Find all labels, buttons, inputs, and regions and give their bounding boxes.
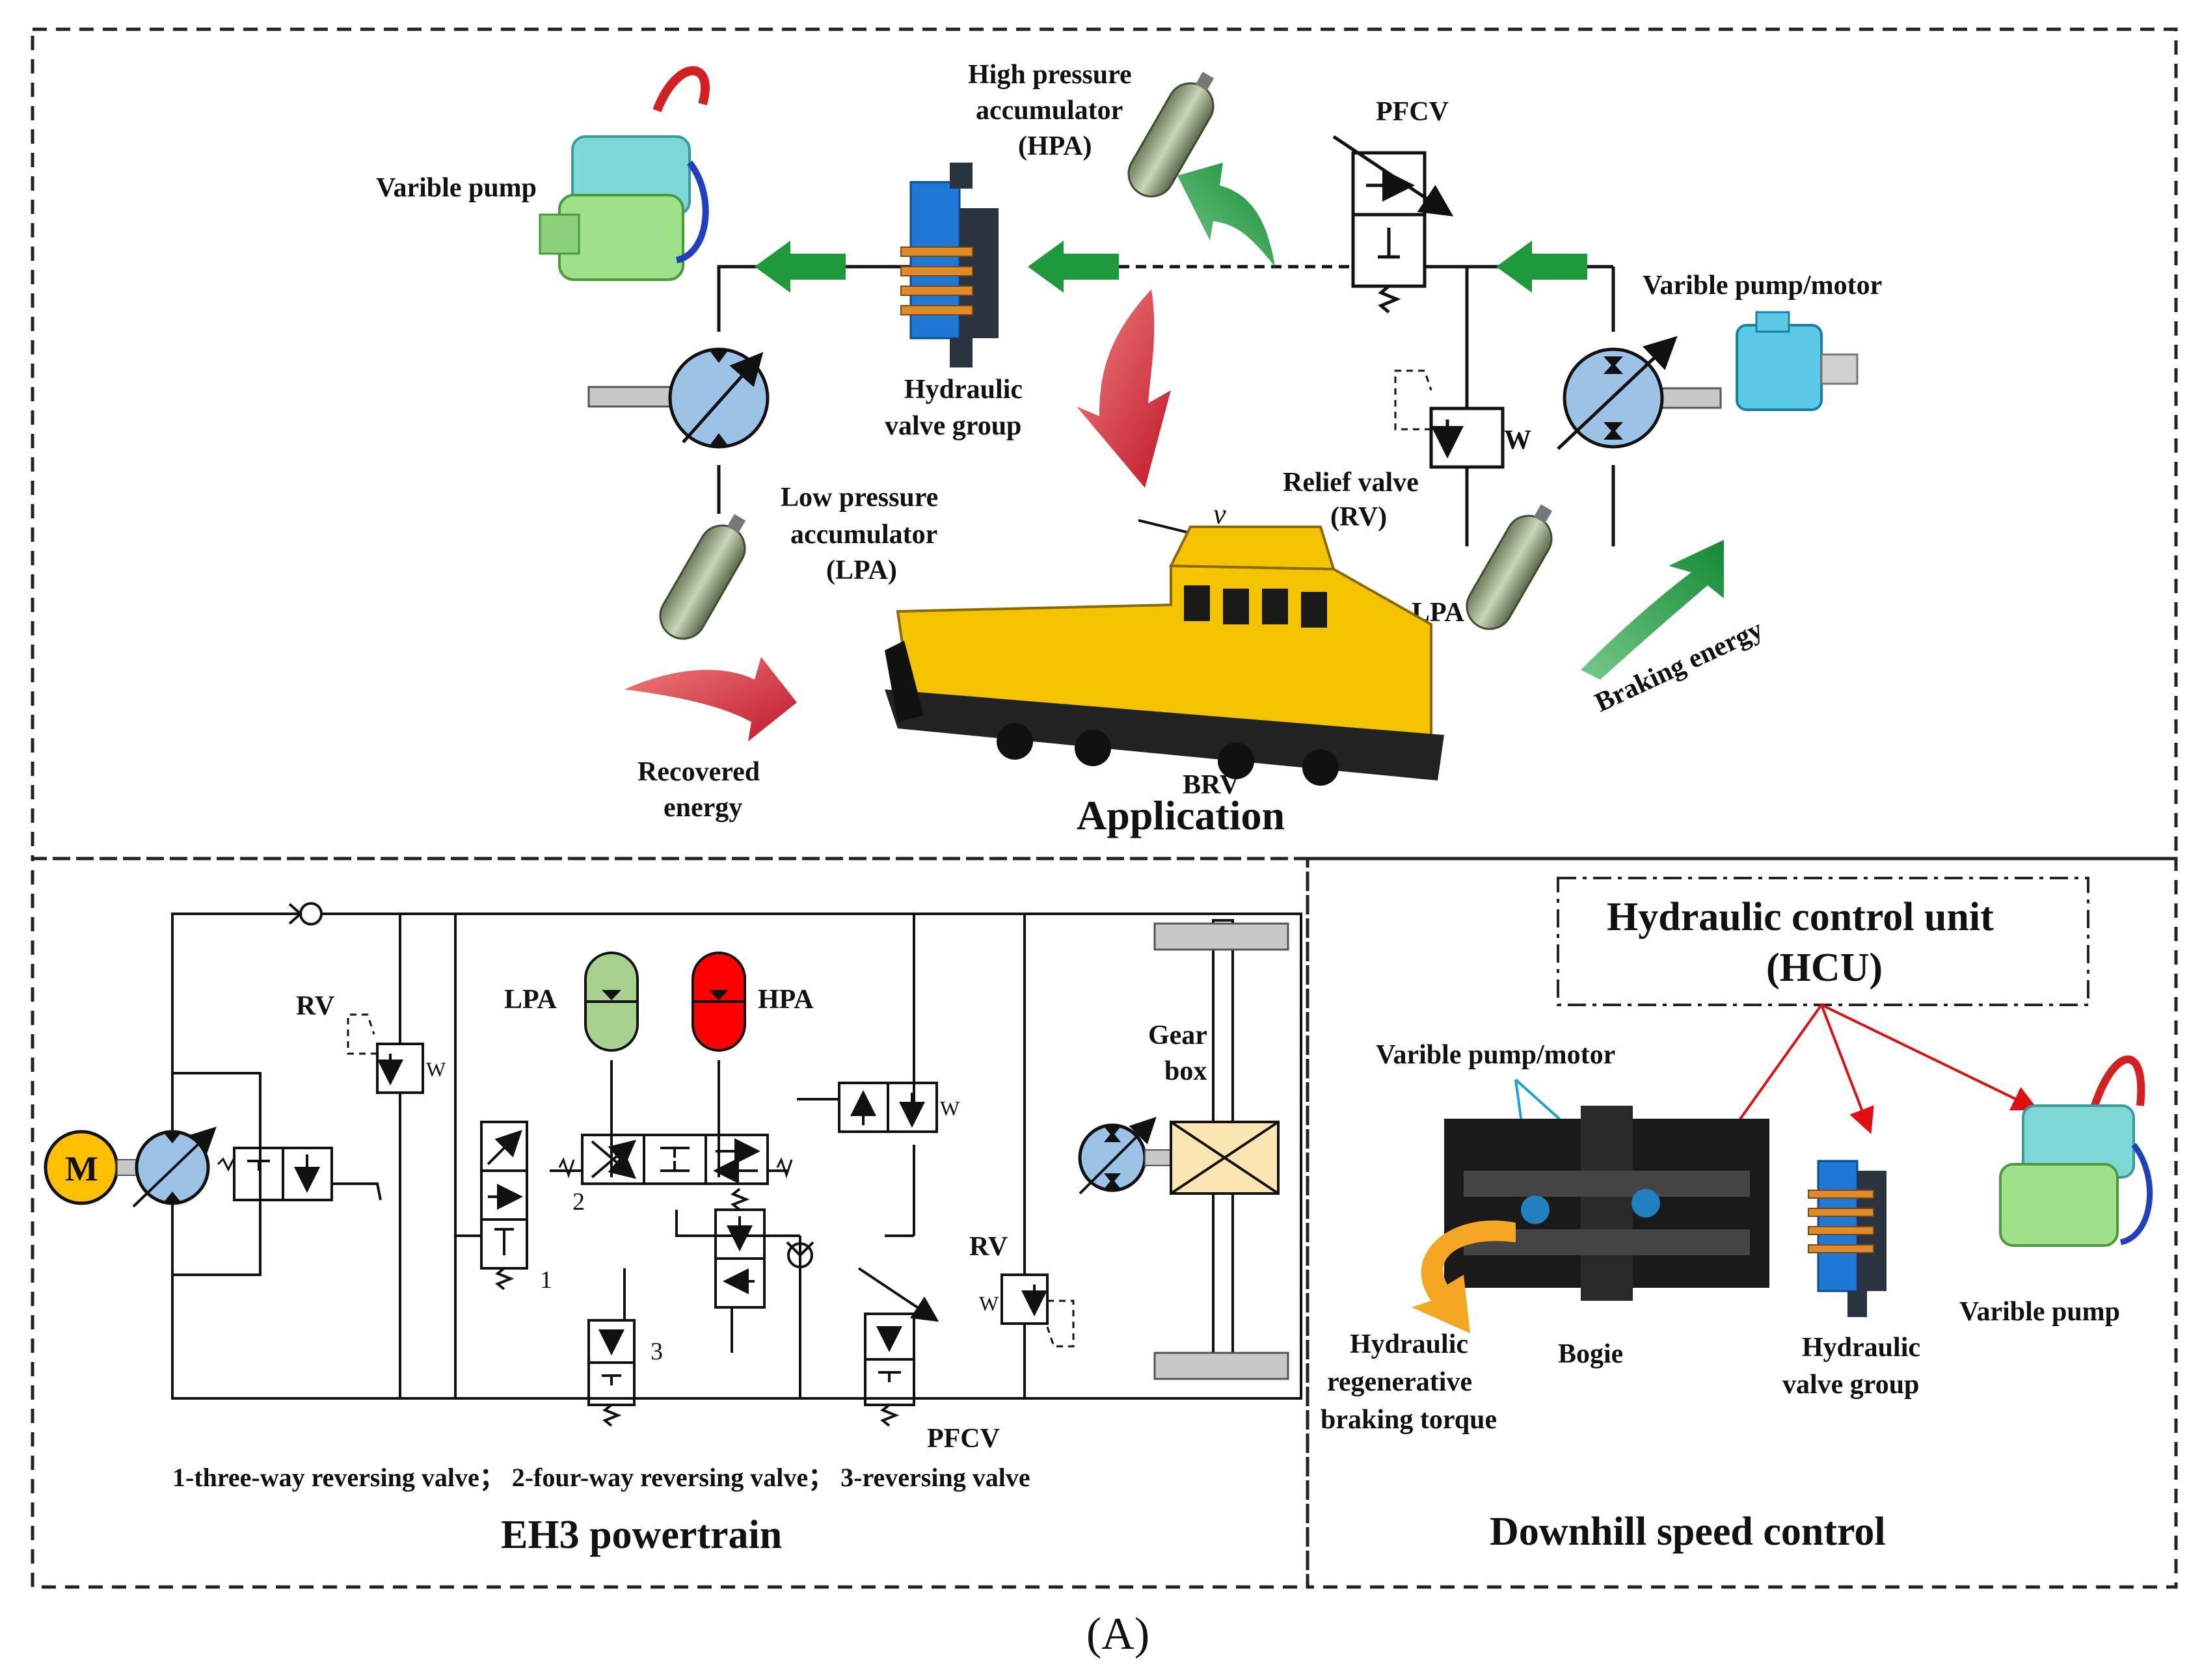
hydraulic-valve-label-1: Hydraulic [904,375,1023,405]
downhill-panel: Hydraulic control unit (HCU) Varible pum… [1321,877,2153,1554]
braking-energy-label: Braking energy [1591,615,1767,719]
svg-text:W: W [979,1292,999,1315]
gearbox-label-2: box [1164,1056,1207,1086]
green-flow-arrows [755,163,1587,293]
red-arrow-down [1077,289,1171,488]
relief-valve-label-2: (RV) [1330,502,1387,532]
powertrain-right-pump-motor [1078,1117,1172,1195]
reversing-valve-3 [587,1268,636,1427]
valve-3-number: 3 [651,1338,663,1365]
pfcv-label: PFCV [1376,97,1449,127]
valve-2-number: 2 [572,1188,585,1216]
velocity-label: v [1213,498,1226,530]
right-pump-motor-symbol [1557,336,1722,450]
pump-motor-image [1736,311,1859,411]
rv-left-valve: W [347,1013,446,1094]
gearbox-label-1: Gear [1148,1020,1207,1050]
valve-1-number: 1 [540,1266,552,1294]
recovered-label-1: Recovered [638,757,760,787]
green-arrow-braking [1581,540,1724,680]
hydraulic-torque-label-2: regenerative [1327,1367,1472,1397]
hcu-label-2: (HCU) [1766,946,1883,990]
brv-label: BRV [1183,770,1239,800]
downhill-valve-group-image [1808,1160,1886,1317]
panel-borders [31,27,2178,1589]
pfcv-powertrain-valve [857,1267,939,1427]
three-way-valve-1 [480,1121,528,1290]
lpa-tank-label: LPA [504,985,557,1015]
hpa-tank-label: HPA [758,985,814,1015]
application-panel: Varible pump [376,60,1882,838]
lpa-accumulator-left [659,514,746,640]
hpa-label-1: High pressure [968,60,1132,90]
upper-right-valve: W [797,1082,960,1133]
green-arrow-1 [755,241,846,293]
application-title: Application [1077,792,1285,838]
rv-left-label: RV [296,991,334,1021]
downhill-valve-label-1: Hydraulic [1802,1333,1920,1363]
bogie-label: Bogie [1558,1339,1623,1369]
relief-valve-label-1: Relief valve [1283,468,1419,498]
left-directional-valve [233,1147,382,1201]
left-pump-symbol [587,347,770,449]
bogie-image [1444,1106,1769,1301]
green-arrow-3 [1496,241,1587,293]
middle-valve-stack [714,1188,766,1353]
application-panel-border [31,27,2178,860]
figure-label: (A) [1086,1609,1149,1659]
hydraulic-torque-label-1: Hydraulic [1350,1329,1468,1359]
powertrain-legend: 1-three-way reversing valve； 2-four-way … [172,1463,1030,1492]
gearbox-axle [1153,919,1289,1380]
pfcv-powertrain-label: PFCV [927,1424,1000,1454]
hpa-label-3: (HPA) [1018,131,1092,161]
powertrain-panel-border [31,857,1309,1589]
downhill-pump-motor-label: Varible pump/motor [1376,1040,1615,1070]
orange-torque-arrow [1412,1220,1516,1333]
lpa-tank [584,952,639,1052]
hpa-tank [691,952,746,1052]
check-valve-top [288,902,323,926]
svg-text:W: W [940,1097,960,1120]
hpa-label-2: accumulator [976,96,1123,126]
four-way-valve-2 [550,1134,793,1185]
downhill-panel-border [1306,857,2178,1589]
rv-right-valve: W [979,1273,1075,1348]
varible-pump-motor-label: Varible pump/motor [1643,271,1882,300]
brv-locomotive-image [885,526,1444,786]
downhill-varible-pump-label: Varible pump [1959,1297,2120,1327]
recovered-label-2: energy [664,793,742,823]
svg-text:W: W [426,1058,446,1081]
svg-text:W: W [1504,425,1531,455]
green-arrow-2 [1028,241,1119,293]
check-valve-middle [786,1241,814,1268]
varible-pump-image [539,66,710,281]
red-arrow-recovered [624,657,797,741]
hcu-box [1557,877,2089,1006]
downhill-varible-pump-image [1999,1055,2153,1247]
lpa-label-1: Low pressure [781,483,938,513]
green-arrow-up-hpa [1177,163,1275,267]
hpa-accumulator-image [1127,72,1215,198]
pfcv-valve-symbol [1332,135,1454,313]
rv-right-label: RV [969,1232,1008,1262]
hydraulic-torque-label-3: braking torque [1321,1405,1497,1435]
downhill-valve-label-2: valve group [1782,1370,1919,1400]
motor-label: M [65,1149,98,1188]
hcu-label-1: Hydraulic control unit [1607,895,1994,939]
hydraulic-valve-group-image [900,163,999,367]
relief-valve-symbol: W [1394,369,1531,469]
powertrain-panel: M W RV [44,902,1302,1557]
lpa-label-2: accumulator [790,520,937,550]
powertrain-left-pump [132,1127,235,1208]
lpa-accumulator-right [1466,504,1553,630]
lpa-label-3: (LPA) [826,555,897,585]
motor-m-symbol [44,1130,137,1205]
varible-pump-label: Varible pump [376,173,537,203]
downhill-title: Downhill speed control [1490,1510,1886,1554]
powertrain-title: EH3 powertrain [501,1513,782,1557]
hydraulic-valve-label-2: valve group [885,411,1021,441]
